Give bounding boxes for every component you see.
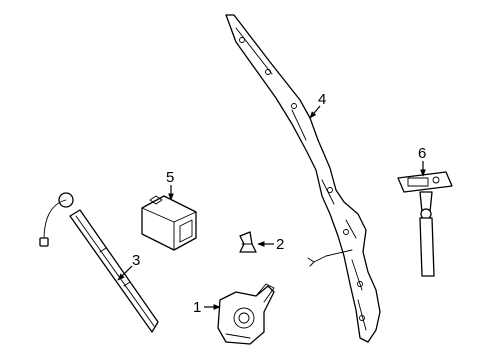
bracket-rod-part-6 bbox=[397, 171, 453, 277]
callout-label: 5 bbox=[166, 169, 174, 186]
sensor-block-part-5 bbox=[141, 195, 197, 251]
strut-part-3 bbox=[39, 192, 159, 333]
callout-3: 3 bbox=[117, 252, 140, 281]
callout-label: 3 bbox=[132, 252, 140, 269]
motor-assembly-part-1 bbox=[217, 283, 275, 345]
callout-6: 6 bbox=[418, 145, 426, 177]
callout-label: 6 bbox=[418, 145, 426, 162]
callout-2: 2 bbox=[257, 236, 284, 253]
callout-label: 2 bbox=[276, 236, 284, 253]
callout-5: 5 bbox=[166, 169, 174, 201]
callout-4: 4 bbox=[309, 91, 326, 119]
callout-1: 1 bbox=[193, 299, 221, 316]
callout-label: 4 bbox=[318, 91, 326, 108]
pillar-bracket-part-4 bbox=[225, 14, 381, 343]
clip-part-2 bbox=[239, 231, 257, 253]
callout-label: 1 bbox=[193, 299, 201, 316]
